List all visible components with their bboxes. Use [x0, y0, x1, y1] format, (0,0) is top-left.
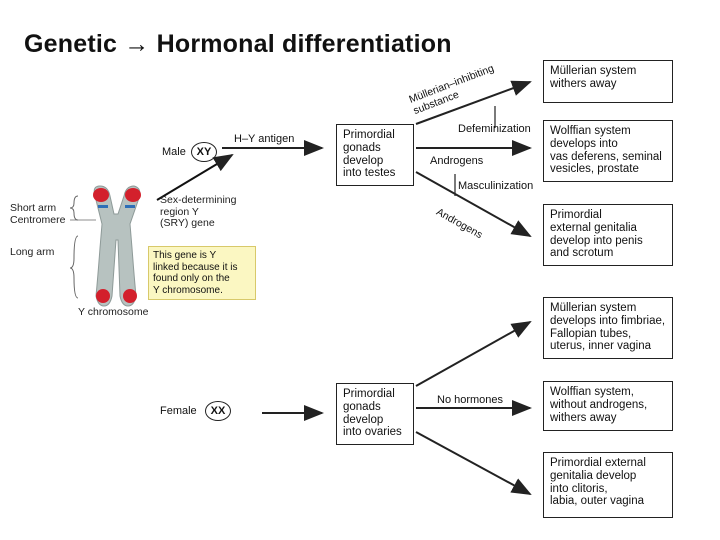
short-arm-label: Short arm: [10, 202, 57, 214]
sry-arrow: [156, 153, 234, 201]
hy-antigen-label: H–Y antigen: [234, 133, 295, 145]
y-chromosome-caption: Y chromosome: [78, 306, 149, 318]
female-karyotype: XX: [205, 401, 231, 421]
long-arm-label: Long arm: [10, 246, 55, 258]
male-genitalia-outcome: Primordial external genitalia develop in…: [543, 204, 673, 266]
male-wolffian-outcome: Wolffian system develops into vas defere…: [543, 120, 673, 182]
page-title: Genetic → Hormonal differentiation: [24, 30, 452, 58]
androgens-label: Androgens: [430, 155, 484, 167]
gonads-to-mullerian-arrow: [415, 80, 532, 125]
gonads-to-genitalia-arrow: [415, 171, 532, 237]
no-hormones-label: No hormones: [437, 394, 504, 406]
male-label: Male: [162, 146, 186, 158]
ovaries-to-mullerian-arrow: [415, 321, 532, 387]
centromere-label: Centromere: [10, 214, 66, 226]
female-wolffian-outcome: Wolffian system, without androgens, with…: [543, 381, 673, 431]
defeminization-label: Defeminization: [458, 123, 531, 135]
female-mullerian-outcome: Müllerian system develops into fimbriae,…: [543, 297, 673, 359]
male-gonads-box: Primordial gonads develop into testes: [336, 124, 414, 186]
y-linked-note: This gene is Y linked because it is foun…: [148, 246, 256, 300]
male-karyotype: XY: [191, 142, 217, 162]
masculinization-label: Masculinization: [458, 180, 534, 192]
female-genitalia-outcome: Primordial external genitalia develop in…: [543, 452, 673, 518]
sry-gene-label: Sex-determining region Y (SRY) gene: [160, 194, 237, 229]
male-mullerian-outcome: Müllerian system withers away: [543, 60, 673, 103]
ovaries-to-genitalia-arrow: [415, 431, 532, 495]
female-gonads-box: Primordial gonads develop into ovaries: [336, 383, 414, 445]
female-label: Female: [160, 405, 197, 417]
